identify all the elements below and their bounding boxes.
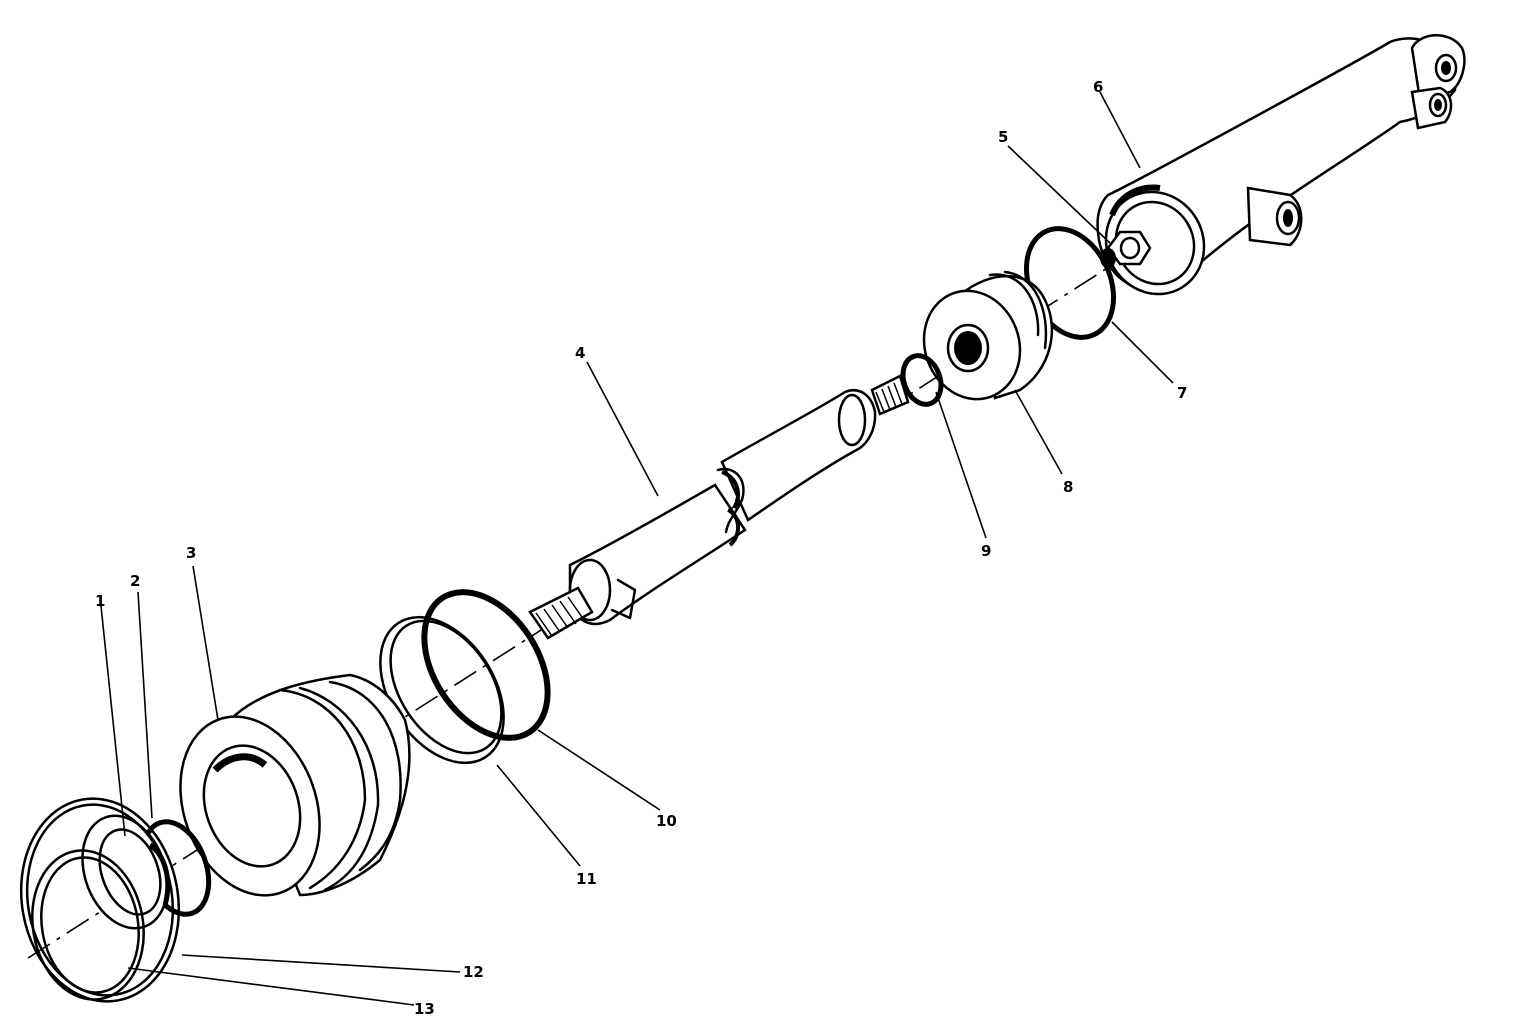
callout-8: 8 [1063,478,1073,496]
callout-12: 12 [463,963,484,981]
leader-lines [100,91,1174,1006]
gland [179,673,411,897]
callout-13: 13 [414,1000,435,1018]
callout-3: 3 [186,544,196,562]
piston-rod [528,374,910,640]
callout-1: 1 [95,592,105,610]
wiper-ring [81,814,171,930]
retaining-ring [31,849,145,1001]
callout-6: 6 [1093,78,1103,96]
snap-ring [19,797,181,1003]
callout-11: 11 [576,870,597,888]
piston [922,270,1054,401]
callout-10: 10 [656,812,677,830]
callout-7: 7 [1177,384,1187,402]
o-ring-9 [900,353,944,407]
callout-5: 5 [998,128,1008,146]
o-ring-10 [421,589,551,741]
callout-4: 4 [575,344,585,362]
callout-9: 9 [981,542,991,560]
cylinder-barrel [1096,34,1466,296]
callout-2: 2 [130,572,140,590]
callouts: 1 2 3 4 5 6 7 8 9 10 11 12 13 [95,78,1187,1018]
